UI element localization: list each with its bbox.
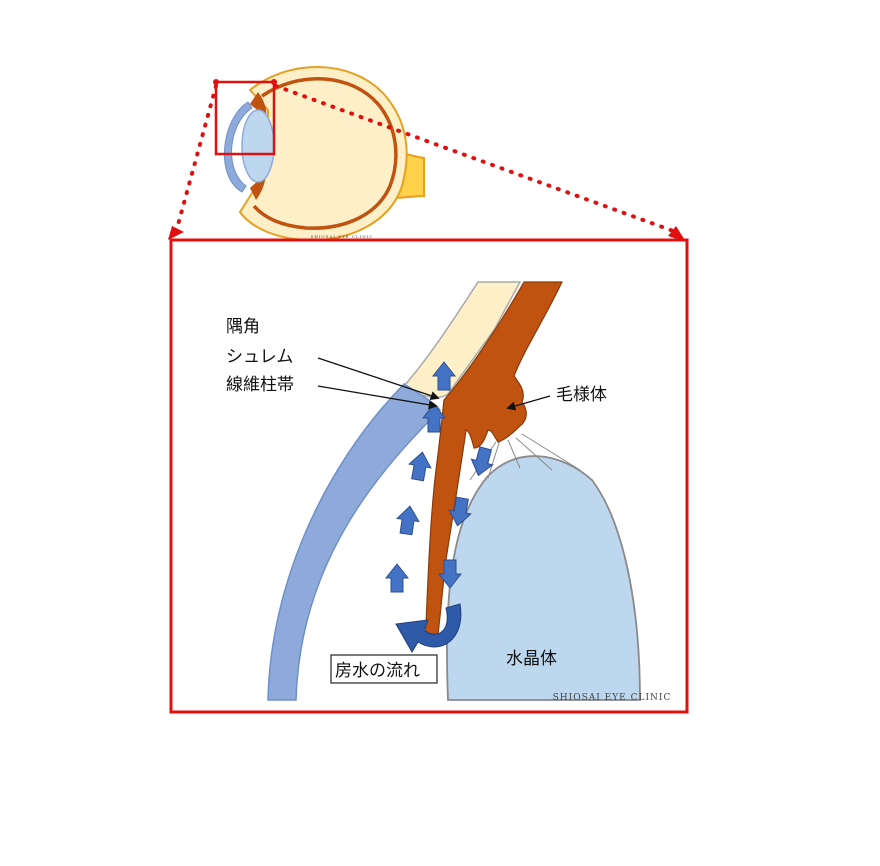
eye-sclera bbox=[238, 66, 408, 242]
zoom-corner-dot bbox=[271, 79, 277, 85]
zoom-corner-dot bbox=[213, 79, 219, 85]
ciliary-body bbox=[425, 281, 563, 638]
zoom-arrowhead-left bbox=[168, 226, 184, 240]
label-lens: 水晶体 bbox=[506, 649, 557, 669]
zoom-selection-box bbox=[214, 80, 276, 156]
watermark-small: SHIOSAI EYE CLINIC bbox=[311, 234, 374, 239]
zonule-fibers bbox=[469, 433, 581, 481]
eye-iris bbox=[250, 92, 267, 200]
label-angle: 隅角 bbox=[226, 317, 260, 337]
pointer-trabecular bbox=[317, 385, 438, 410]
zoom-connector-right bbox=[274, 84, 678, 234]
eye-choroid bbox=[252, 77, 398, 230]
flow-turn-arrow bbox=[395, 603, 462, 653]
label-flow-box bbox=[330, 654, 438, 684]
zoom-content: 隅角 シュレム 線維柱帯 毛様体 房水の流れ 水晶体 SHIOSAI EYE C… bbox=[226, 281, 672, 703]
eye-overview: SHIOSAI EYE CLINIC bbox=[223, 66, 425, 242]
eye-cornea bbox=[223, 101, 253, 193]
label-trabecular: 線維柱帯 bbox=[226, 375, 294, 395]
watermark-large: SHIOSAI EYE CLINIC bbox=[553, 693, 672, 703]
pointer-ciliary bbox=[506, 395, 551, 411]
pointer-schlemm bbox=[317, 357, 440, 401]
zoom-connector-left bbox=[174, 84, 218, 234]
label-flow: 房水の流れ bbox=[335, 661, 420, 681]
label-schlemm: シュレム bbox=[226, 347, 293, 367]
label-ciliary: 毛様体 bbox=[556, 385, 607, 405]
cornea-band bbox=[267, 383, 441, 701]
zoom-arrowhead-right bbox=[668, 226, 686, 242]
eye-lens bbox=[241, 109, 275, 183]
